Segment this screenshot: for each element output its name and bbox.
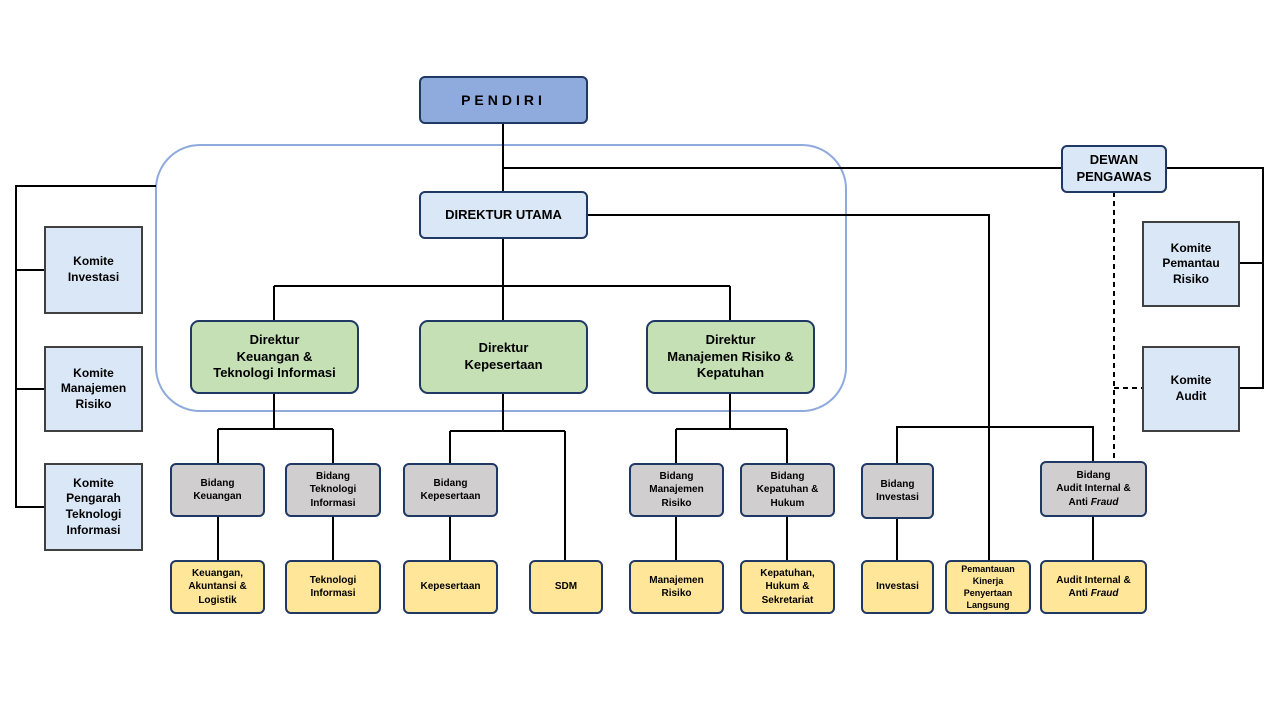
unit-compliance-label: Kepatuhan, Hukum & Sekretariat: [760, 567, 815, 606]
division-membership-label: Bidang Kepesertaan: [420, 477, 481, 503]
founder-box: PENDIRI: [419, 76, 588, 124]
ceo-label: DIREKTUR UTAMA: [445, 206, 562, 222]
division-investment-box: Bidang Investasi: [861, 463, 934, 519]
director-finance-it-label: Direktur Keuangan & Teknologi Informasi: [213, 331, 336, 381]
line-ceo-directors: [273, 238, 731, 322]
division-audit-box: Bidang Audit Internal & Anti Fraud: [1040, 461, 1147, 517]
line-left-committees: [15, 185, 156, 508]
unit-risk-management-box: Manajemen Risiko: [629, 560, 724, 614]
unit-membership-box: Kepesertaan: [403, 560, 498, 614]
unit-participation-monitoring-box: Pemantauan Kinerja Penyertaan Langsung: [945, 560, 1031, 614]
committee-it-steering-label: Komite Pengarah Teknologi Informasi: [65, 475, 122, 537]
unit-hr-label: SDM: [554, 581, 578, 593]
director-risk-compliance-box: Direktur Manajemen Risiko & Kepatuhan: [646, 320, 815, 394]
committee-risk-monitoring-box: Komite Pemantau Risiko: [1142, 221, 1240, 307]
unit-it-box: Teknologi Informasi: [285, 560, 381, 614]
line-supervisory-committees: [1166, 167, 1264, 389]
division-compliance-box: Bidang Kepatuhan & Hukum: [740, 463, 835, 517]
ceo-box: DIREKTUR UTAMA: [419, 191, 588, 239]
supervisory-board-label: DEWAN PENGAWAS: [1076, 152, 1152, 184]
committee-risk-management-label: Komite Manajemen Risiko: [60, 365, 127, 411]
division-risk-management-label: Bidang Manajemen Risiko: [649, 470, 704, 509]
division-it-label: Bidang Teknologi Informasi: [309, 470, 357, 509]
line-division-unit: [217, 515, 1094, 561]
unit-audit-text: Audit Internal & Anti: [1056, 574, 1131, 600]
division-compliance-label: Bidang Kepatuhan & Hukum: [756, 470, 819, 509]
committee-audit-box: Komite Audit: [1142, 346, 1240, 432]
director-risk-compliance-label: Direktur Manajemen Risiko & Kepatuhan: [667, 331, 794, 381]
line-risk-divisions: [675, 392, 788, 464]
division-audit-text: Bidang Audit Internal & Anti: [1056, 469, 1131, 508]
line-investment-audit: [896, 426, 1094, 463]
board-of-directors-outline: [155, 144, 847, 412]
division-finance-box: Bidang Keuangan: [170, 463, 265, 517]
division-risk-management-box: Bidang Manajemen Risiko: [629, 463, 724, 517]
line-membership-divisions: [449, 394, 566, 561]
division-finance-label: Bidang Keuangan: [193, 477, 242, 503]
committee-risk-management-box: Komite Manajemen Risiko: [44, 346, 143, 432]
unit-hr-box: SDM: [529, 560, 603, 614]
unit-finance-label: Keuangan, Akuntansi & Logistik: [188, 567, 247, 606]
division-it-box: Bidang Teknologi Informasi: [285, 463, 381, 517]
director-membership-label: Direktur Kepesertaan: [464, 340, 543, 372]
unit-participation-monitoring-label: Pemantauan Kinerja Penyertaan Langsung: [961, 563, 1015, 611]
director-membership-box: Direktur Kepesertaan: [419, 320, 588, 394]
committee-risk-monitoring-label: Komite Pemantau Risiko: [1162, 240, 1220, 286]
line-finance-divisions: [217, 392, 334, 464]
line-ceo-monitoring: [588, 214, 990, 560]
unit-compliance-box: Kepatuhan, Hukum & Sekretariat: [740, 560, 835, 614]
supervisory-board-box: DEWAN PENGAWAS: [1061, 145, 1167, 193]
unit-audit-fraud: Fraud: [1090, 588, 1119, 599]
unit-membership-label: Kepesertaan: [420, 581, 481, 593]
division-audit-fraud: Fraud: [1090, 496, 1119, 508]
unit-it-label: Teknologi Informasi: [309, 574, 357, 600]
unit-risk-management-label: Manajemen Risiko: [649, 574, 704, 600]
unit-investment-box: Investasi: [861, 560, 934, 614]
committee-investment-box: Komite Investasi: [44, 226, 143, 314]
committee-it-steering-box: Komite Pengarah Teknologi Informasi: [44, 463, 143, 551]
unit-audit-label: Audit Internal & Anti Fraud: [1056, 574, 1130, 601]
unit-investment-label: Investasi: [876, 581, 919, 593]
committee-investment-label: Komite Investasi: [67, 254, 120, 284]
founder-label: PENDIRI: [461, 91, 546, 108]
division-membership-box: Bidang Kepesertaan: [403, 463, 498, 517]
unit-finance-box: Keuangan, Akuntansi & Logistik: [170, 560, 265, 614]
division-audit-label: Bidang Audit Internal & Anti Fraud: [1056, 469, 1130, 510]
unit-audit-box: Audit Internal & Anti Fraud: [1040, 560, 1147, 614]
director-finance-it-box: Direktur Keuangan & Teknologi Informasi: [190, 320, 359, 394]
division-investment-label: Bidang Investasi: [876, 478, 919, 504]
committee-audit-label: Komite Audit: [1170, 373, 1212, 403]
